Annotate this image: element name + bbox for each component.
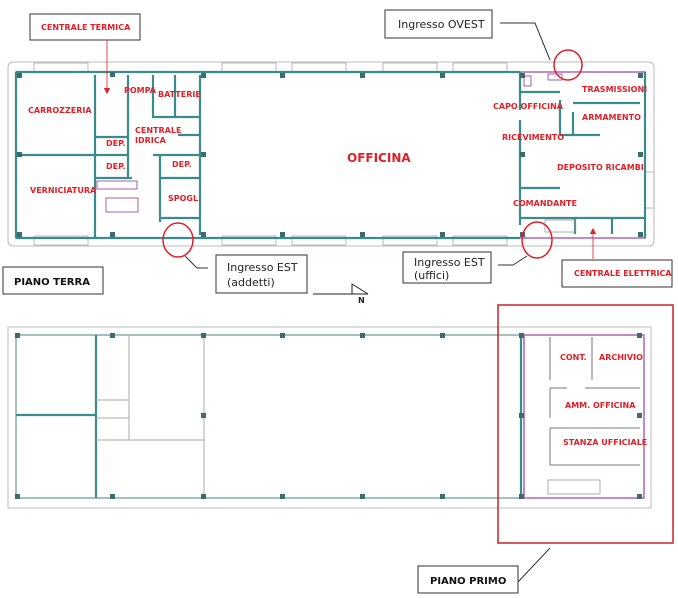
svg-text:CENTRALE ELETTRICA: CENTRALE ELETTRICA <box>574 269 672 278</box>
room-dep-2: DEP. <box>106 162 126 171</box>
room-amm-officina: AMM. OFFICINA <box>565 401 636 410</box>
room-cont: CONT. <box>560 353 587 362</box>
room-batterie: BATTERIE <box>158 90 201 99</box>
svg-text:PIANO PRIMO: PIANO PRIMO <box>430 576 506 587</box>
room-verniciatura: VERNICIATURA <box>30 186 97 195</box>
room-stanza-ufficiale: STANZA UFFICIALE <box>563 438 647 447</box>
sanitary-fixtures <box>96 73 576 233</box>
room-dep-1: DEP. <box>106 139 126 148</box>
callout-centrale-termica: CENTRALE TERMICA <box>29 13 141 95</box>
svg-text:(addetti): (addetti) <box>227 276 275 289</box>
north-arrow: N <box>313 283 369 305</box>
room-deposito-ricambi: DEPOSITO RICAMBI <box>557 163 644 172</box>
structural-columns-first <box>15 333 642 499</box>
callout-ingresso-est-uffici: Ingresso EST (uffici) <box>402 221 553 284</box>
svg-text:CENTRALE TERMICA: CENTRALE TERMICA <box>41 23 131 32</box>
room-pompa: POMPA <box>124 86 157 95</box>
room-comandante: COMANDANTE <box>513 199 577 208</box>
room-spogliatoio: SPOGL. <box>168 194 201 203</box>
callout-ingresso-ovest: Ingresso OVEST <box>384 9 583 81</box>
room-ricevimento: RICEVIMENTO <box>502 133 564 142</box>
first-floor-plan: CONT. ARCHIVIO AMM. OFFICINA STANZA UFFI… <box>7 326 652 509</box>
room-dep-3: DEP. <box>172 160 192 169</box>
callout-ingresso-est-addetti: Ingresso EST (addetti) <box>162 222 308 294</box>
svg-text:Ingresso EST: Ingresso EST <box>414 256 485 269</box>
north-label: N <box>358 296 365 305</box>
room-armamento: ARMAMENTO <box>582 113 641 122</box>
ground-floor-title: PIANO TERRA <box>2 266 104 295</box>
svg-text:(uffici): (uffici) <box>414 269 449 282</box>
ground-floor-plan: CARROZZERIA POMPA BATTERIE CENTRALE IDRI… <box>7 61 655 247</box>
svg-text:PIANO TERRA: PIANO TERRA <box>14 277 90 288</box>
room-officina: OFFICINA <box>347 151 411 165</box>
room-archivio: ARCHIVIO <box>599 353 643 362</box>
room-centrale-idrica-line2: IDRICA <box>135 136 167 145</box>
svg-text:Ingresso EST: Ingresso EST <box>227 261 298 274</box>
room-carrozzeria: CARROZZERIA <box>28 106 92 115</box>
first-floor-title: PIANO PRIMO <box>417 565 519 594</box>
svg-text:Ingresso OVEST: Ingresso OVEST <box>398 18 485 31</box>
callout-centrale-elettrica: CENTRALE ELETTRICA <box>561 227 673 288</box>
first-floor-highlight-box <box>497 304 674 544</box>
room-trasmissioni: TRASMISSIONI <box>582 85 647 94</box>
room-capo-officina: CAPO OFFICINA <box>493 102 564 111</box>
room-centrale-idrica-line1: CENTRALE <box>135 126 181 135</box>
